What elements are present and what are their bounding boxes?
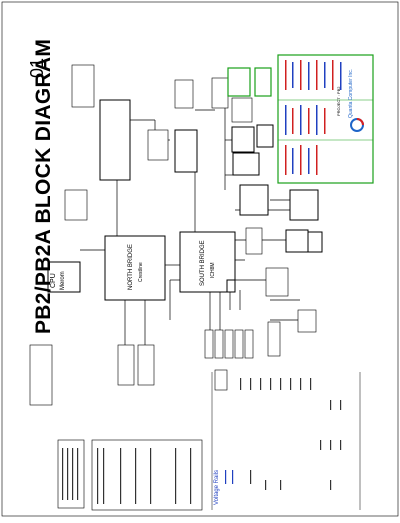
- north-bridge-title: NORTH BRIDGE: [128, 244, 134, 290]
- audio-amp-block: [256, 124, 274, 148]
- quanta-logo-icon: [350, 118, 364, 132]
- audio-codec-block: [231, 126, 255, 153]
- cpu-subtitle: Merom: [60, 271, 66, 290]
- minicard-block: [245, 227, 263, 255]
- modem-block: [232, 152, 260, 176]
- green-highlight-1: [227, 67, 251, 97]
- power-seq-table: [57, 439, 85, 509]
- voltage-table-title: Voltage Rails: [214, 469, 220, 505]
- sata-hdd-block: [226, 279, 236, 293]
- cpu-title: CPU: [50, 273, 57, 288]
- north-bridge-block: [104, 235, 166, 301]
- card-socket-block: [307, 231, 323, 253]
- power-notes-area: [91, 439, 203, 511]
- lpc-debug-block: [147, 129, 169, 161]
- power-seq-rows: [62, 448, 192, 504]
- bios-rom-block: [174, 79, 194, 109]
- spi-flash-block: [214, 329, 224, 359]
- dimm0-block: [117, 344, 135, 386]
- lan-controller-block: [239, 184, 269, 216]
- clock-generator-block: [99, 99, 131, 181]
- company-name: Quanta Computer Inc.: [348, 68, 354, 118]
- green-highlight-2: [254, 67, 272, 97]
- gpio-block: [224, 329, 234, 359]
- lcd-connector-block: [29, 344, 53, 406]
- smbus-block: [234, 329, 244, 359]
- cpu-block: [47, 261, 81, 293]
- info-table-text: [285, 60, 342, 175]
- hda-block: [244, 329, 254, 359]
- sheet-title: PB2/PB2A BLOCK DIAGRAM: [32, 38, 55, 334]
- embedded-controller-block: [174, 129, 198, 173]
- south-bridge-block: [179, 231, 236, 293]
- north-bridge-subtitle: Crestline: [138, 262, 144, 282]
- fan-control-block: [64, 189, 88, 221]
- info-table-frame: [277, 54, 374, 184]
- rj45-block: [289, 189, 319, 221]
- odd-connector-block: [267, 321, 281, 357]
- usb-ports-block: [265, 267, 289, 297]
- rtc-battery-block: [204, 329, 214, 359]
- cardreader-block: [285, 229, 309, 253]
- voltage-table-lines: [211, 372, 361, 510]
- touchpad-block: [211, 77, 229, 109]
- thermal-sensor-block: [71, 64, 95, 108]
- keyboard-block: [231, 97, 253, 123]
- bluetooth-block: [297, 309, 317, 333]
- crt-block: [214, 369, 228, 391]
- project-label: PROJECT : PB2: [336, 86, 341, 117]
- page-number: 01: [27, 57, 47, 78]
- dimm1-block: [137, 344, 155, 386]
- south-bridge-subtitle: ICH8M: [210, 262, 216, 278]
- south-bridge-title: SOUTH BRIDGE: [200, 240, 206, 286]
